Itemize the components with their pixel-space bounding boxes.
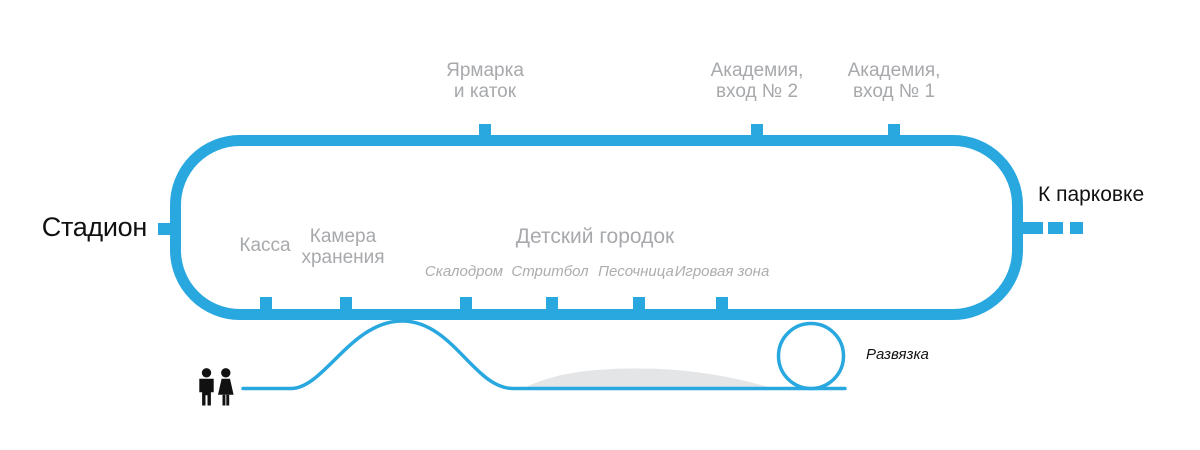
stop-label-line: Камера xyxy=(309,226,377,247)
stop-label-luggage: Камера хранения xyxy=(283,226,403,268)
stop-label-academy-entrance-2: Академия, вход № 2 xyxy=(657,60,857,102)
junction-label: Развязка xyxy=(866,346,929,363)
stop-tick-fair-rink xyxy=(479,124,491,136)
stop-label-fair-rink: Ярмарка и каток xyxy=(385,60,585,102)
stop-label-line: и каток xyxy=(453,81,517,102)
stop-label-climbing-wall: Скалодром xyxy=(424,263,504,280)
route-path xyxy=(241,319,847,391)
stop-label-streetball: Стритбол xyxy=(511,263,589,280)
stop-tick-climbing-wall xyxy=(460,297,472,309)
stop-label-academy-entrance-1: Академия, вход № 1 xyxy=(794,60,994,102)
parking-label: К парковке xyxy=(1038,183,1145,206)
stop-tick-luggage xyxy=(340,297,352,309)
stop-label-ticket-office: Касса xyxy=(239,235,291,256)
woman-icon xyxy=(218,368,234,406)
stop-tick-stadium xyxy=(158,223,170,235)
stop-tick-play-zone xyxy=(716,297,728,309)
kids-area-title: Детский городок xyxy=(515,225,675,248)
pedestrians-icon xyxy=(199,368,234,406)
man-icon xyxy=(199,368,214,406)
stop-label-sandbox: Песочница xyxy=(598,263,674,280)
stop-tick-academy-entrance-2 xyxy=(751,124,763,136)
park-loop-outline xyxy=(170,135,1023,320)
hill-shape xyxy=(520,368,779,390)
stop-label-line: хранения xyxy=(301,247,385,268)
stop-tick-ticket-office xyxy=(260,297,272,309)
junction-loop-circle xyxy=(776,321,846,391)
stop-label-line: вход № 1 xyxy=(852,81,936,102)
parking-exit-dash-2 xyxy=(1070,222,1083,234)
stop-tick-sandbox xyxy=(633,297,645,309)
parking-exit-dash-1 xyxy=(1048,222,1063,234)
stop-label-line: Академия, xyxy=(710,60,804,81)
stop-label-line: Ярмарка xyxy=(446,60,524,81)
stop-label-line: вход № 2 xyxy=(715,81,799,102)
stop-label-play-zone: Игровая зона xyxy=(674,263,770,280)
stadium-label: Стадион xyxy=(41,212,148,242)
stop-label-line: Академия, xyxy=(847,60,941,81)
stop-tick-academy-entrance-1 xyxy=(888,124,900,136)
stop-tick-streetball xyxy=(546,297,558,309)
parking-exit-stub xyxy=(1022,222,1043,234)
